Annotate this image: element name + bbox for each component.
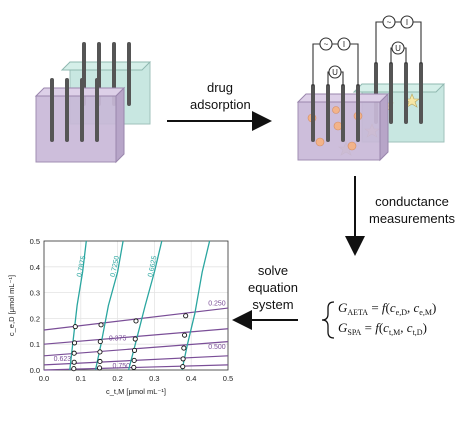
ac-source-symbol-l: ~ xyxy=(324,40,329,49)
circuit-symbols: ~ I U ~ I U xyxy=(324,18,408,77)
step-line: conductance xyxy=(375,194,449,209)
intersection-point xyxy=(71,340,78,346)
intersection-point xyxy=(97,339,103,345)
step-line: equation xyxy=(248,280,298,295)
intersection-point xyxy=(132,336,138,342)
step-label-drug-adsorption: drug adsorption xyxy=(190,79,251,113)
electrodes-front xyxy=(50,78,99,142)
step-line: drug xyxy=(206,80,234,95)
step-line: adsorption xyxy=(190,97,251,112)
eq-sub: e,M xyxy=(419,308,432,317)
teal-contour-label: 0.7875 xyxy=(76,255,87,278)
eq-func: f xyxy=(375,320,379,335)
intersection-point xyxy=(97,349,103,355)
x-tick-label: 0.5 xyxy=(223,374,233,383)
intersection-point xyxy=(71,359,77,365)
intersection-point xyxy=(97,365,103,371)
electrodes-right xyxy=(374,62,423,124)
y-tick-label: 0.1 xyxy=(30,340,40,349)
electrodes-left xyxy=(311,84,360,142)
x-tick-label: 0.4 xyxy=(186,374,196,383)
intersection-point xyxy=(180,364,186,370)
teal-contour-curve xyxy=(127,240,163,371)
intersection-point xyxy=(98,322,104,328)
intersection-point xyxy=(71,366,77,372)
x-axis-label: c_t,M [μmol mL⁻¹] xyxy=(106,387,166,396)
intersection-point xyxy=(180,356,186,362)
eq-var: c xyxy=(406,320,413,335)
step-label-conductance: conductance measurements xyxy=(356,193,468,227)
step-line: solve xyxy=(257,263,289,278)
eq-symbol: G xyxy=(338,320,348,335)
intersection-point xyxy=(72,324,78,330)
purple-contour-label: 0.750 xyxy=(113,363,131,370)
intersection-point xyxy=(131,364,137,370)
intersection-point xyxy=(133,318,139,324)
step-line: measurements xyxy=(369,211,455,226)
purple-contour-label: 0.375 xyxy=(109,335,127,342)
voltmeter-symbol-r: U xyxy=(395,44,401,53)
y-tick-label: 0.5 xyxy=(30,237,40,246)
intersection-point xyxy=(131,347,138,353)
y-tick-label: 0.2 xyxy=(30,314,40,323)
vessels-after: ~ I U ~ I U xyxy=(296,15,446,162)
eq-sub: SPA xyxy=(347,328,362,337)
intersection-point xyxy=(182,332,188,338)
chart: 0.00.0 0.1 0.1 0.2 0.2 0.3 0.3 0.4 0.4 0.5 0.5 0.25… xyxy=(7,237,233,396)
x-tick-label: 0.3 xyxy=(149,374,159,383)
teal-contour-curve xyxy=(181,240,211,371)
eq-sub: e,D xyxy=(395,308,407,317)
step-label-solve: solve equation system xyxy=(232,262,314,313)
eq-symbol: G xyxy=(338,300,348,315)
x-tick-label: 0.0 xyxy=(39,374,49,383)
purple-contour-label: 0.500 xyxy=(208,344,226,351)
equation-aeta: GAETA = f(ce,D, ce,M) xyxy=(338,300,437,317)
eq-sub: t,D xyxy=(412,328,423,337)
voltmeter-symbol-l: U xyxy=(332,68,338,77)
equations-brace xyxy=(321,301,335,339)
eq-sub: AETA xyxy=(347,308,369,317)
x-tick-label: 0.2 xyxy=(112,374,122,383)
purple-contour-label: 0.623 xyxy=(54,356,72,363)
teal-contour-label: 0.6625 xyxy=(147,255,158,278)
ac-source-symbol-r: ~ xyxy=(387,18,392,27)
eq-var: c xyxy=(383,320,389,335)
eq-func: f xyxy=(381,300,386,315)
plot-frame xyxy=(43,240,229,371)
x-tick-label: 0.1 xyxy=(76,374,86,383)
circuit-left xyxy=(312,37,359,86)
circuit-right xyxy=(375,15,422,64)
purple-contour-label: 0.250 xyxy=(208,301,226,308)
step-line: system xyxy=(252,297,294,312)
y-tick-label: 0.0 xyxy=(30,366,40,375)
eq-var: c xyxy=(389,300,396,315)
intersection-point xyxy=(181,345,187,351)
purple-vessel-front xyxy=(34,86,126,164)
equation-spa: GSPA = f(ct,M, ct,D) xyxy=(338,320,427,337)
ammeter-symbol-l: I xyxy=(343,40,345,49)
y-tick-label: 0.3 xyxy=(30,289,40,298)
y-tick-label: 0.4 xyxy=(30,263,40,272)
teal-contour-label: 0.7250 xyxy=(110,255,121,278)
ammeter-symbol-r: I xyxy=(406,18,408,27)
intersection-point xyxy=(131,357,137,364)
y-axis-label: c_e,D [μmol mL⁻¹] xyxy=(7,275,16,336)
intersection-point xyxy=(97,358,103,365)
eq-var: c xyxy=(413,300,420,315)
intersection-point xyxy=(183,313,189,319)
eq-sub: t,M xyxy=(388,328,401,337)
vessels-before xyxy=(34,42,152,164)
intersection-point xyxy=(71,350,77,356)
